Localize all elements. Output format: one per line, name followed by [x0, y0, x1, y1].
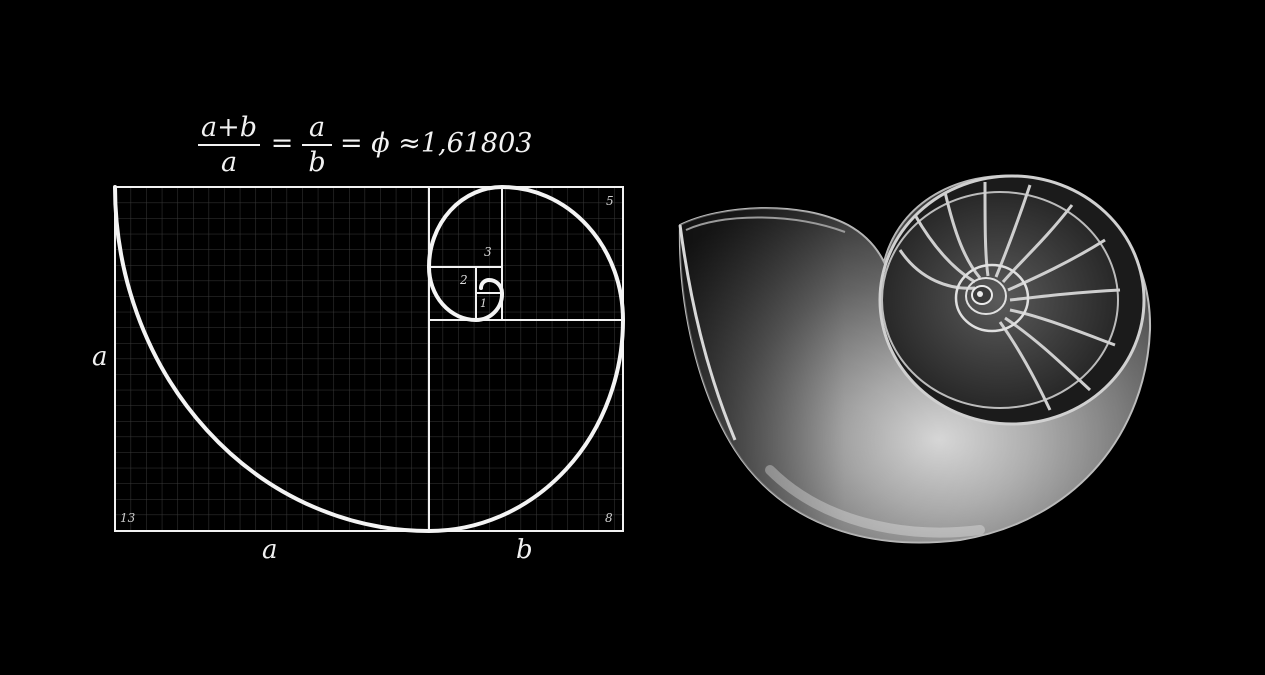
golden-ratio-diagram: a+b a = a b = ϕ ≈1,61803 1 2 3 5 8 13 — [92, 112, 626, 565]
formula-equals-sign: = — [271, 128, 294, 159]
formula-fraction2-denominator: b — [308, 147, 325, 178]
side-label-a-bottom: a — [262, 535, 278, 565]
square-number-3: 3 — [484, 245, 492, 259]
formula-phi-value: = ϕ ≈1,61803 — [340, 128, 532, 159]
formula-fraction2-numerator: a — [309, 112, 325, 143]
golden-ratio-formula: a+b a = a b = ϕ ≈1,61803 — [198, 112, 532, 178]
side-label-b-bottom: b — [516, 535, 533, 565]
square-number-13: 13 — [120, 511, 136, 525]
nautilus-shell-image — [678, 174, 1152, 544]
square-number-5: 5 — [606, 194, 614, 208]
grid-background — [115, 187, 623, 531]
formula-fraction1-denominator: a — [221, 147, 237, 178]
formula-fraction1-numerator: a+b — [201, 112, 257, 143]
nautilus-chambers — [878, 174, 1146, 426]
square-number-1: 1 — [480, 297, 487, 310]
square-number-8: 8 — [605, 511, 613, 525]
side-label-a-left: a — [92, 342, 108, 372]
golden-spiral — [113, 184, 626, 534]
square-number-2: 2 — [459, 273, 468, 287]
